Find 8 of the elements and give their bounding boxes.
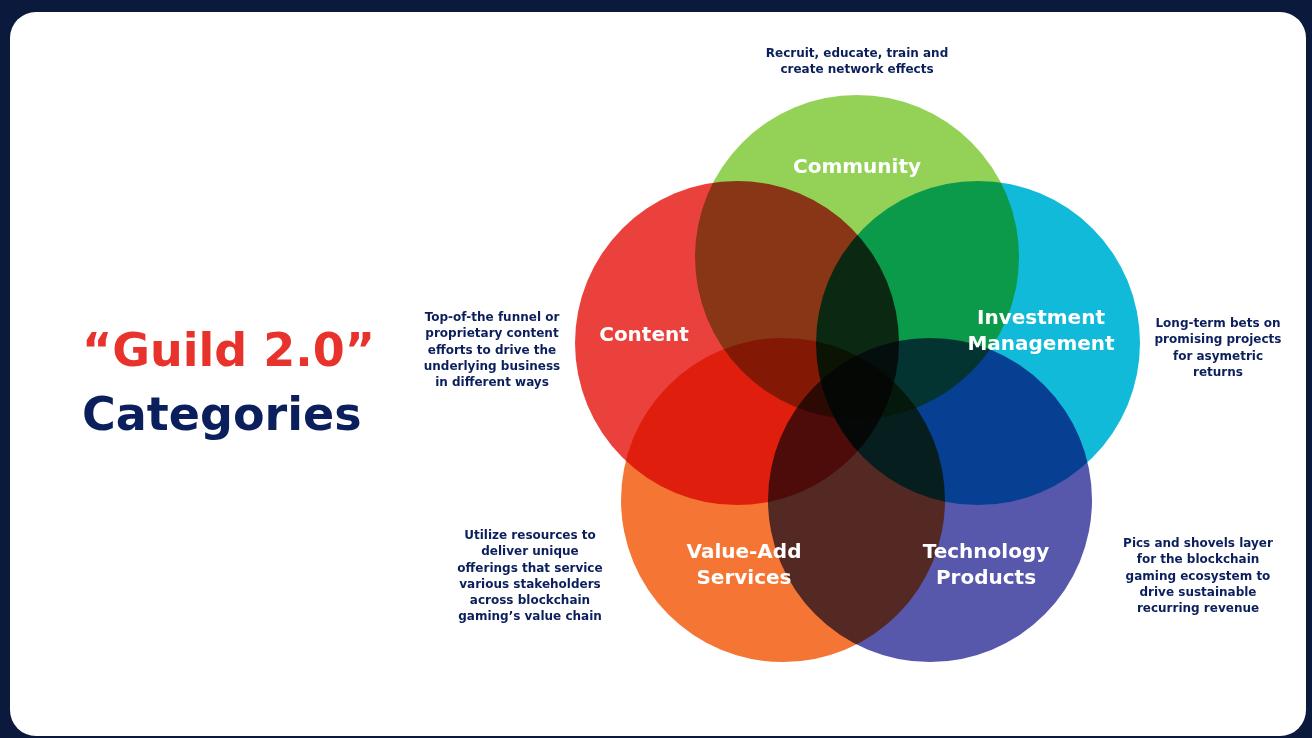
circle-label: Content: [598, 321, 690, 347]
description-text: Utilize resources to deliver unique offerings that service various stakeholders across blockchain gaming’s value chain: [456, 527, 604, 625]
description-text: Pics and shovels layer for the blockchain gaming ecosystem to drive sustainable recurring revenue: [1123, 535, 1273, 617]
description-text: Recruit, educate, train and create network effects: [764, 44, 950, 78]
description-text: Long-term bets on promising projects for asymetric returns: [1153, 315, 1283, 381]
heading: “Guild 2.0” Categories: [82, 322, 375, 443]
circle-label: Community: [792, 153, 922, 179]
description-text: Top-of-the funnel or proprietary content efforts to drive the underlying business in different ways: [422, 309, 562, 391]
